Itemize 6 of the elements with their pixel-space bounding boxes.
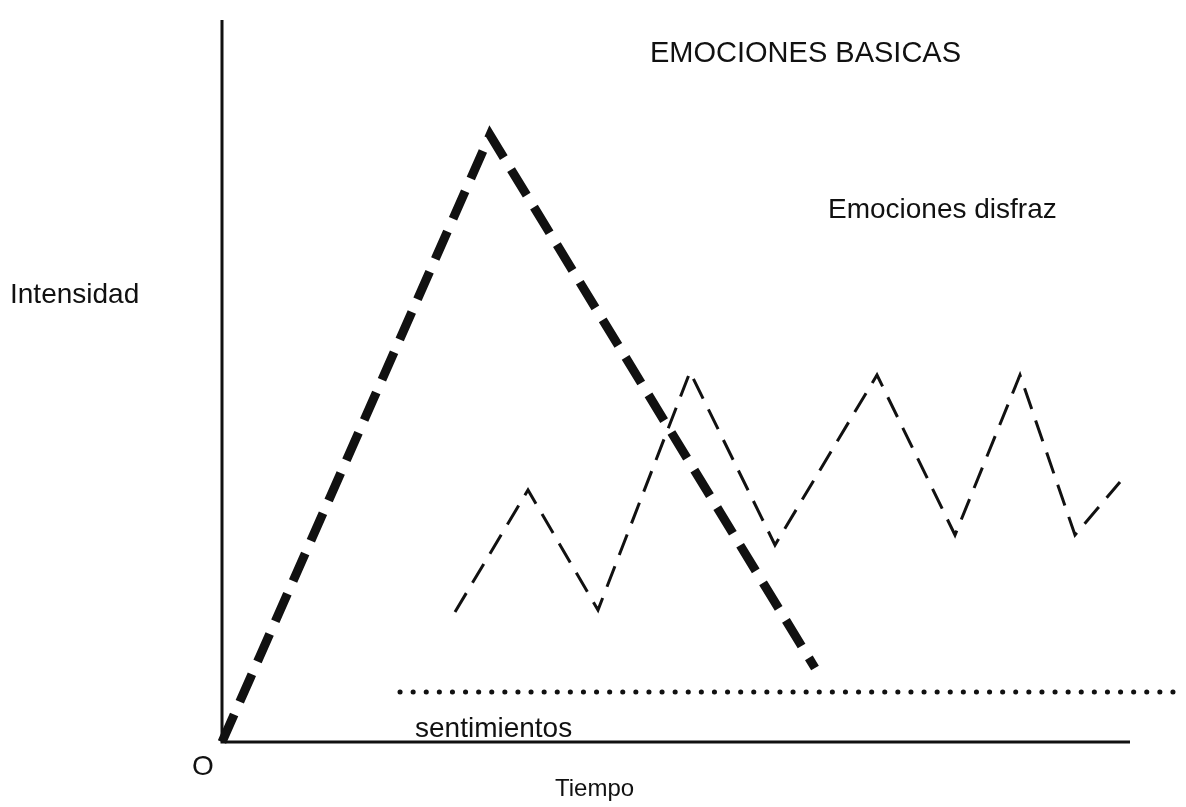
chart-annotation: EMOCIONES BASICAS bbox=[650, 38, 961, 67]
origin-label: O bbox=[192, 752, 214, 780]
chart-annotation: Emociones disfraz bbox=[828, 195, 1057, 223]
chart-annotation: sentimientos bbox=[415, 714, 573, 742]
axis-title: Tiempo bbox=[555, 776, 635, 800]
axis-title: Intensidad bbox=[10, 280, 140, 308]
